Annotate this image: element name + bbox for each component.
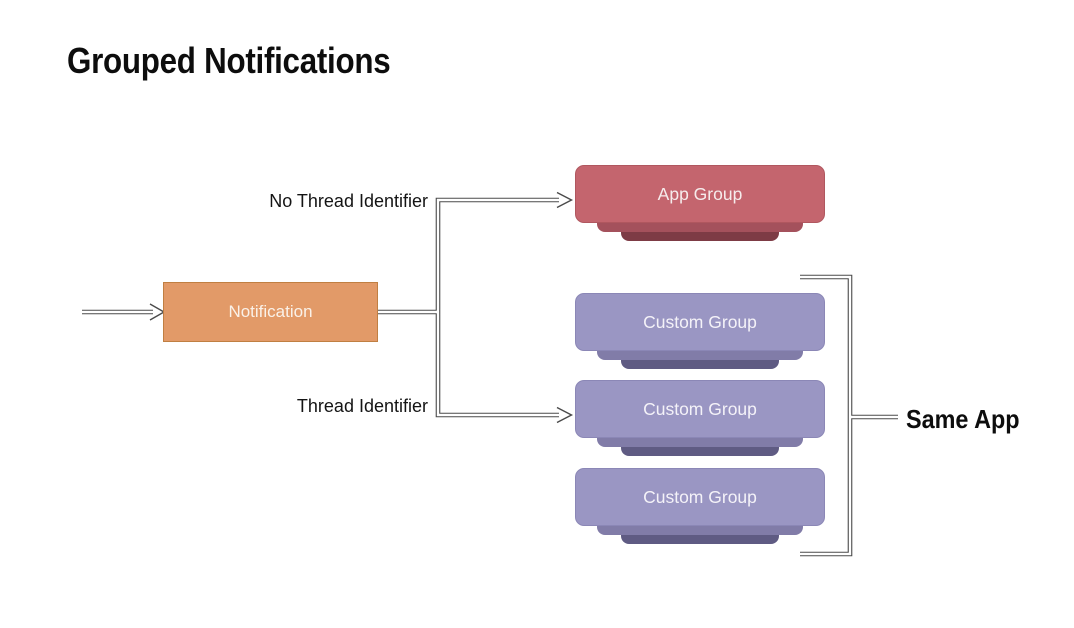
custom-group-3-card: Custom Group (575, 468, 825, 526)
app-group-card: App Group (575, 165, 825, 223)
node-custom-group-2-label: Custom Group (643, 398, 757, 419)
node-custom-group-3: Custom Group (575, 468, 825, 544)
node-custom-group-1: Custom Group (575, 293, 825, 369)
edge-label-thread-identifier: Thread Identifier (296, 396, 428, 416)
connector-core (82, 198, 898, 556)
custom-group-2-card: Custom Group (575, 380, 825, 438)
node-custom-group-3-label: Custom Group (643, 486, 757, 507)
node-notification-label: Notification (228, 302, 313, 321)
edge-label-no-thread-identifier: No Thread Identifier (269, 191, 428, 211)
arrowhead-into-app-group (556, 191, 574, 209)
node-app-group-label: App Group (657, 183, 743, 204)
edge-notification-branches (378, 197, 559, 418)
bracket-label-same-app: Same App (906, 404, 1020, 434)
node-notification: Notification (163, 282, 378, 342)
node-app-group: App Group (575, 165, 825, 241)
node-custom-group-2: Custom Group (575, 380, 825, 456)
custom-group-1-card: Custom Group (575, 293, 825, 351)
page-title: Grouped Notifications (67, 40, 391, 81)
arrowhead-into-custom-group (556, 406, 574, 424)
node-custom-group-1-label: Custom Group (643, 311, 757, 332)
